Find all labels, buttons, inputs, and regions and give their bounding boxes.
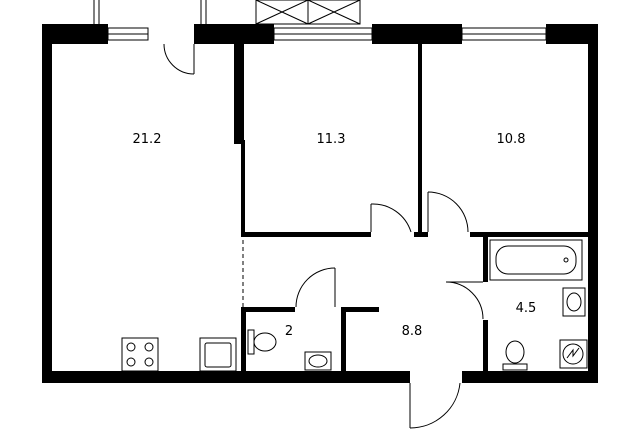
washbasin-icon xyxy=(304,351,332,371)
outer-walls xyxy=(42,24,598,383)
room-area-living-kitchen: 21.2 xyxy=(133,132,162,147)
stove-icon xyxy=(121,337,159,372)
room-area-bedroom-2: 10.8 xyxy=(497,132,526,147)
bathroom-toilet-icon xyxy=(502,340,528,371)
ventilation-shaft xyxy=(255,0,361,25)
bathroom-sink-icon xyxy=(562,287,586,317)
room-area-toilet: 2 xyxy=(285,324,293,339)
toilet-icon xyxy=(247,329,277,355)
kitchen-sink-icon xyxy=(199,337,237,372)
interior-walls xyxy=(234,44,588,376)
bathtub-icon xyxy=(489,239,583,281)
washing-machine-icon xyxy=(559,339,588,369)
doors xyxy=(163,43,484,429)
room-area-hallway: 8.8 xyxy=(402,324,423,339)
room-area-bathroom: 4.5 xyxy=(516,301,537,316)
balcony-rails xyxy=(93,0,207,24)
windows xyxy=(107,27,547,41)
room-area-bedroom-1: 11.3 xyxy=(317,132,346,147)
